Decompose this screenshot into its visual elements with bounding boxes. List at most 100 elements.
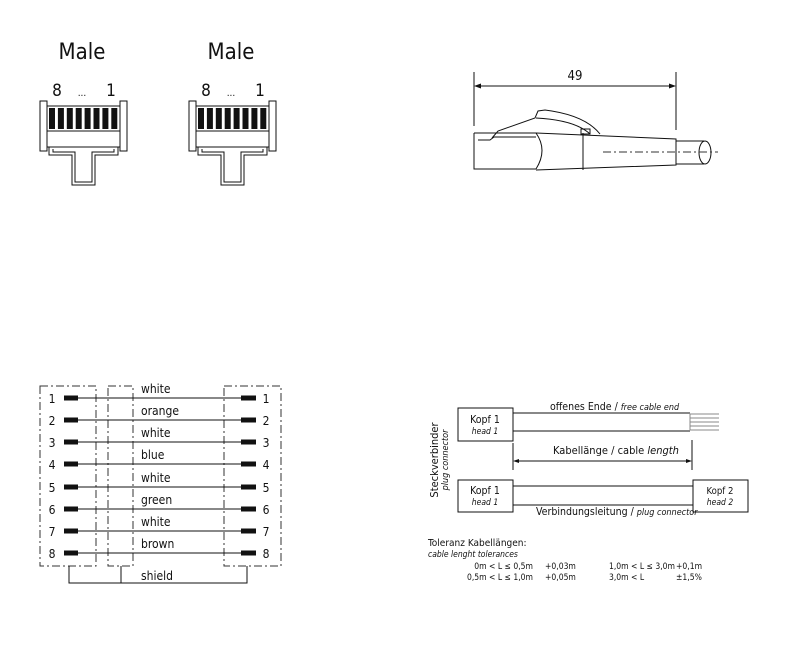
- pin-terminal-left: [64, 528, 78, 534]
- contact-pin: [66, 108, 73, 129]
- pin-number-left: 7: [49, 525, 56, 539]
- shield-label: shield: [141, 569, 173, 583]
- pin-number-right: 3: [263, 436, 270, 450]
- vertical-label: Steckverbinder: [428, 421, 441, 497]
- pin-number-right: 8: [263, 547, 270, 561]
- wire-row: 3 3 white: [49, 426, 270, 450]
- head1-label-en: head 1: [472, 427, 498, 437]
- pin-terminal-left: [64, 461, 78, 467]
- pin-number-right: 7: [263, 525, 270, 539]
- head1-box-free-end: [457, 407, 514, 442]
- connector-side-view: 49: [473, 69, 718, 171]
- pin-terminal-left: [64, 506, 78, 512]
- pin-number-left: 8: [49, 547, 56, 561]
- contact-pin: [57, 108, 64, 129]
- wire-row: 1 1 white: [49, 382, 270, 406]
- pin-number-left: 6: [49, 503, 56, 517]
- tolerance-title: Toleranz Kabellängen:: [427, 538, 527, 549]
- connection-label: Verbindungsleitung / plug connector: [536, 506, 698, 518]
- free-end-label: offenes Ende / free cable end: [550, 401, 680, 413]
- head1-label: Kopf 1: [470, 414, 500, 426]
- pin-number-left: 1: [49, 392, 56, 406]
- contact-pin: [102, 108, 109, 129]
- tolerance-cell: 1,0m < L ≤ 3,0m: [609, 562, 675, 572]
- head1-label: Kopf 1: [470, 485, 500, 497]
- wire-color-label: orange: [141, 404, 179, 418]
- tolerance-row: 0m < L ≤ 0,5m +0,03m 1,0m < L ≤ 3,0m+0,1m: [474, 562, 702, 572]
- contact-pin: [198, 108, 204, 129]
- head2-label: Kopf 2: [707, 486, 734, 497]
- pin-number-right: 5: [263, 481, 270, 495]
- contact-pin: [75, 108, 82, 129]
- pin-terminal-left: [64, 484, 78, 490]
- head1-box-connection: [457, 479, 514, 513]
- contact-pin: [84, 108, 91, 129]
- pin-label-right: 1: [255, 81, 265, 101]
- wire-row: 5 5 white: [49, 471, 270, 495]
- tolerance-cell: 0m < L ≤ 0,5m: [474, 562, 533, 572]
- wire-color-label: white: [141, 471, 171, 485]
- pin-terminal-right: [241, 439, 256, 445]
- pin-terminal-left: [64, 395, 78, 401]
- wire-color-label: brown: [141, 537, 174, 551]
- vertical-label-en: plug connector: [441, 429, 451, 491]
- contact-pin: [242, 108, 249, 129]
- pin-number-left: 5: [49, 481, 56, 495]
- cable-type-diagram: Steckverbinder plug connector Kopf 1 hea…: [428, 401, 749, 518]
- head2-label-en: head 2: [707, 498, 734, 508]
- tolerance-cell: 0,5m < L ≤ 1,0m: [467, 573, 533, 583]
- contact-pin: [260, 108, 267, 129]
- tolerance-cell: ±1,5%: [676, 573, 702, 583]
- pin-number-right: 1: [263, 392, 270, 406]
- head1-label-en: head 1: [472, 498, 498, 508]
- contact-pin: [93, 108, 100, 129]
- pin-terminal-right: [241, 417, 256, 423]
- pin-terminal-left: [64, 550, 78, 556]
- contact-pin: [215, 108, 222, 129]
- contact-pin: [49, 108, 55, 129]
- contact-pin: [224, 108, 231, 129]
- pin-label-right: 1: [106, 81, 116, 101]
- tolerance-cell: 3,0m < L: [609, 573, 645, 583]
- pin-number-left: 4: [49, 458, 56, 472]
- wire-color-label: white: [141, 515, 171, 529]
- wire-row: 7 7 white: [49, 515, 270, 539]
- dimension-label: 49: [568, 69, 583, 84]
- pin-number-right: 4: [263, 458, 270, 472]
- cable-length-label: Kabellänge / cable length: [553, 444, 679, 457]
- pin-number-left: 3: [49, 436, 56, 450]
- pin-terminal-right: [241, 484, 256, 490]
- pin-ellipsis: ...: [78, 88, 87, 99]
- pin-terminal-right: [241, 506, 256, 512]
- connector-gender-label: Male: [59, 40, 106, 65]
- tolerance-table: Toleranz Kabellängen: cable lenght toler…: [427, 538, 702, 583]
- head2-box: [692, 479, 749, 513]
- wire-color-label: green: [141, 493, 172, 507]
- tolerance-cell: +0,1m: [676, 562, 702, 572]
- tolerance-title-en: cable lenght tolerances: [428, 550, 518, 560]
- contact-pin: [111, 108, 118, 129]
- pin-terminal-left: [64, 439, 78, 445]
- pin-label-left: 8: [201, 81, 211, 101]
- wire-color-label: white: [141, 426, 171, 440]
- contact-pin: [206, 108, 213, 129]
- wire-row: 8 8 brown: [49, 537, 270, 561]
- wire-color-label: white: [141, 382, 171, 396]
- pin-ellipsis: ...: [227, 88, 236, 99]
- pin-terminal-right: [241, 528, 256, 534]
- contact-pin: [233, 108, 240, 129]
- contact-pin: [251, 108, 258, 129]
- pin-terminal-left: [64, 417, 78, 423]
- tolerance-cell: +0,03m: [545, 562, 576, 572]
- pin-number-right: 2: [263, 414, 270, 428]
- pin-terminal-right: [241, 461, 256, 467]
